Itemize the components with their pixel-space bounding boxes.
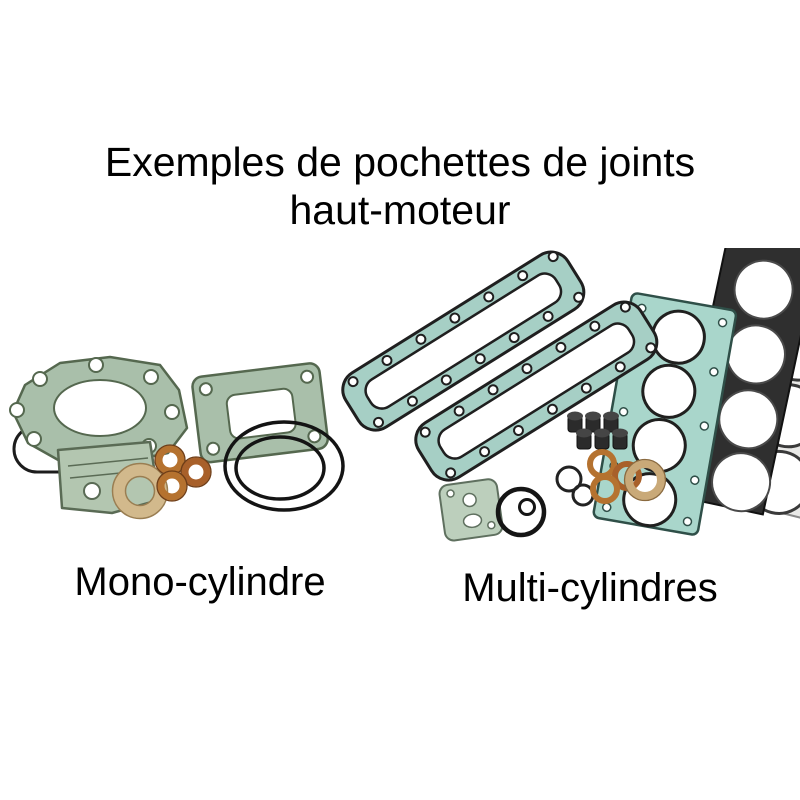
copper-washers-multi [587, 449, 667, 504]
copper-washers [154, 444, 212, 502]
carb-gasket [438, 478, 504, 542]
mono-cylinder-gasket-illustration [9, 355, 345, 520]
page-title: Exemples de pochettes de joints haut-mot… [0, 138, 800, 235]
small-o-rings [555, 465, 595, 507]
title-line2: haut-moteur [289, 187, 511, 234]
valve-cover-gasket-1 [341, 250, 586, 432]
valve-cover-gasket-2 [414, 300, 659, 482]
caption-multi-cylindres: Multi-cylindres [462, 566, 718, 610]
o-ring-with-seal [495, 486, 547, 538]
o-rings-large [223, 420, 345, 512]
title-line1: Exemples de pochettes de joints [104, 139, 696, 185]
caption-mono-cylindre: Mono-cylindre [74, 560, 326, 604]
multi-cylinder-gasket-illustration [341, 248, 800, 542]
side-cover-gasket [191, 362, 329, 464]
